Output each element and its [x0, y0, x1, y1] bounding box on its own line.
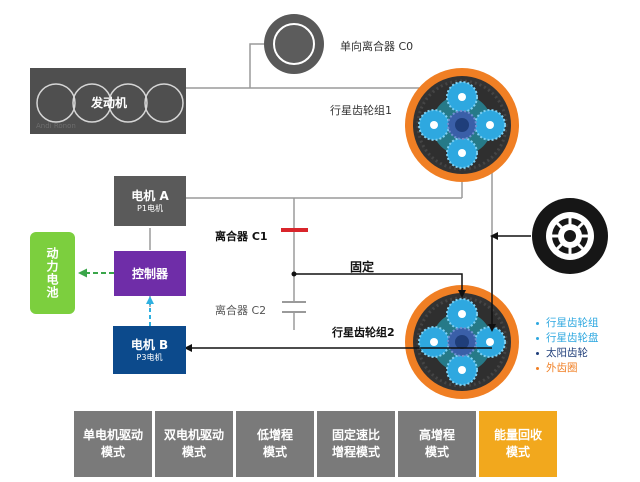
- legend-label: 行星齿轮盘: [546, 332, 599, 344]
- motor-a-box: 电机 A P1电机: [114, 176, 186, 226]
- motor-b-subtitle: P3电机: [136, 352, 163, 362]
- mode-button[interactable]: 低增程 模式: [236, 411, 314, 477]
- one-way-clutch-c0: [264, 14, 324, 74]
- planetary-gearset-1: [405, 68, 519, 182]
- fixed-label: 固定: [350, 260, 375, 274]
- motor-b-box: 电机 B P3电机: [113, 326, 186, 374]
- legend-label: 太阳齿轮: [546, 347, 588, 359]
- wheel-icon: [532, 198, 608, 274]
- engine-label: 发动机: [91, 96, 128, 110]
- planetary-gearset-2: [405, 285, 519, 399]
- engine-block: [30, 68, 186, 134]
- legend-bullet-icon: [536, 352, 539, 355]
- battery-label: 动力电池: [45, 247, 59, 299]
- legend-label: 行星齿轮组: [546, 317, 599, 329]
- mechanical-links: [149, 43, 493, 330]
- clutch-c2-label: 离合器 C2: [215, 304, 267, 317]
- legend: 行星齿轮组 行星齿轮盘 太阳齿轮 外齿圈: [536, 316, 599, 376]
- motor-a-title: 电机 A: [131, 188, 169, 203]
- legend-bullet-icon: [536, 322, 539, 325]
- legend-item: 太阳齿轮: [536, 346, 599, 361]
- motor-a-subtitle: P1电机: [137, 203, 163, 213]
- mode-button[interactable]: 单电机驱动 模式: [74, 411, 152, 477]
- legend-item: 外齿圈: [536, 361, 599, 376]
- planetary-gearset-1-label: 行星齿轮组1: [330, 104, 392, 117]
- mode-button[interactable]: 固定速比 增程模式: [317, 411, 395, 477]
- mode-button[interactable]: 高增程 模式: [398, 411, 476, 477]
- legend-item: 行星齿轮组: [536, 316, 599, 331]
- legend-item: 行星齿轮盘: [536, 331, 599, 346]
- clutch-c1-label: 离合器 C1: [215, 230, 268, 243]
- mode-button[interactable]: 双电机驱动 模式: [155, 411, 233, 477]
- legend-bullet-icon: [536, 367, 539, 370]
- engine-watermark: Andi Ronon: [36, 122, 76, 130]
- controller-box: 控制器: [114, 251, 186, 296]
- planetary-gearset-2-label: 行星齿轮组2: [332, 326, 395, 339]
- energy-flow-arrows: [184, 232, 531, 352]
- mode-bar: 单电机驱动 模式 双电机驱动 模式 低增程 模式 固定速比 增程模式 高增程 模…: [74, 411, 557, 477]
- clutch-c0-label: 单向离合器 C0: [340, 40, 414, 53]
- mode-button[interactable]: 能量回收 模式: [479, 411, 557, 477]
- motor-b-title: 电机 B: [130, 337, 169, 352]
- legend-label: 外齿圈: [546, 362, 578, 374]
- clutch-c2-symbol: [282, 301, 306, 313]
- controller-label: 控制器: [131, 266, 168, 281]
- battery-box: 动力电池: [30, 232, 75, 314]
- legend-bullet-icon: [536, 337, 539, 340]
- junction-dot: [291, 271, 297, 277]
